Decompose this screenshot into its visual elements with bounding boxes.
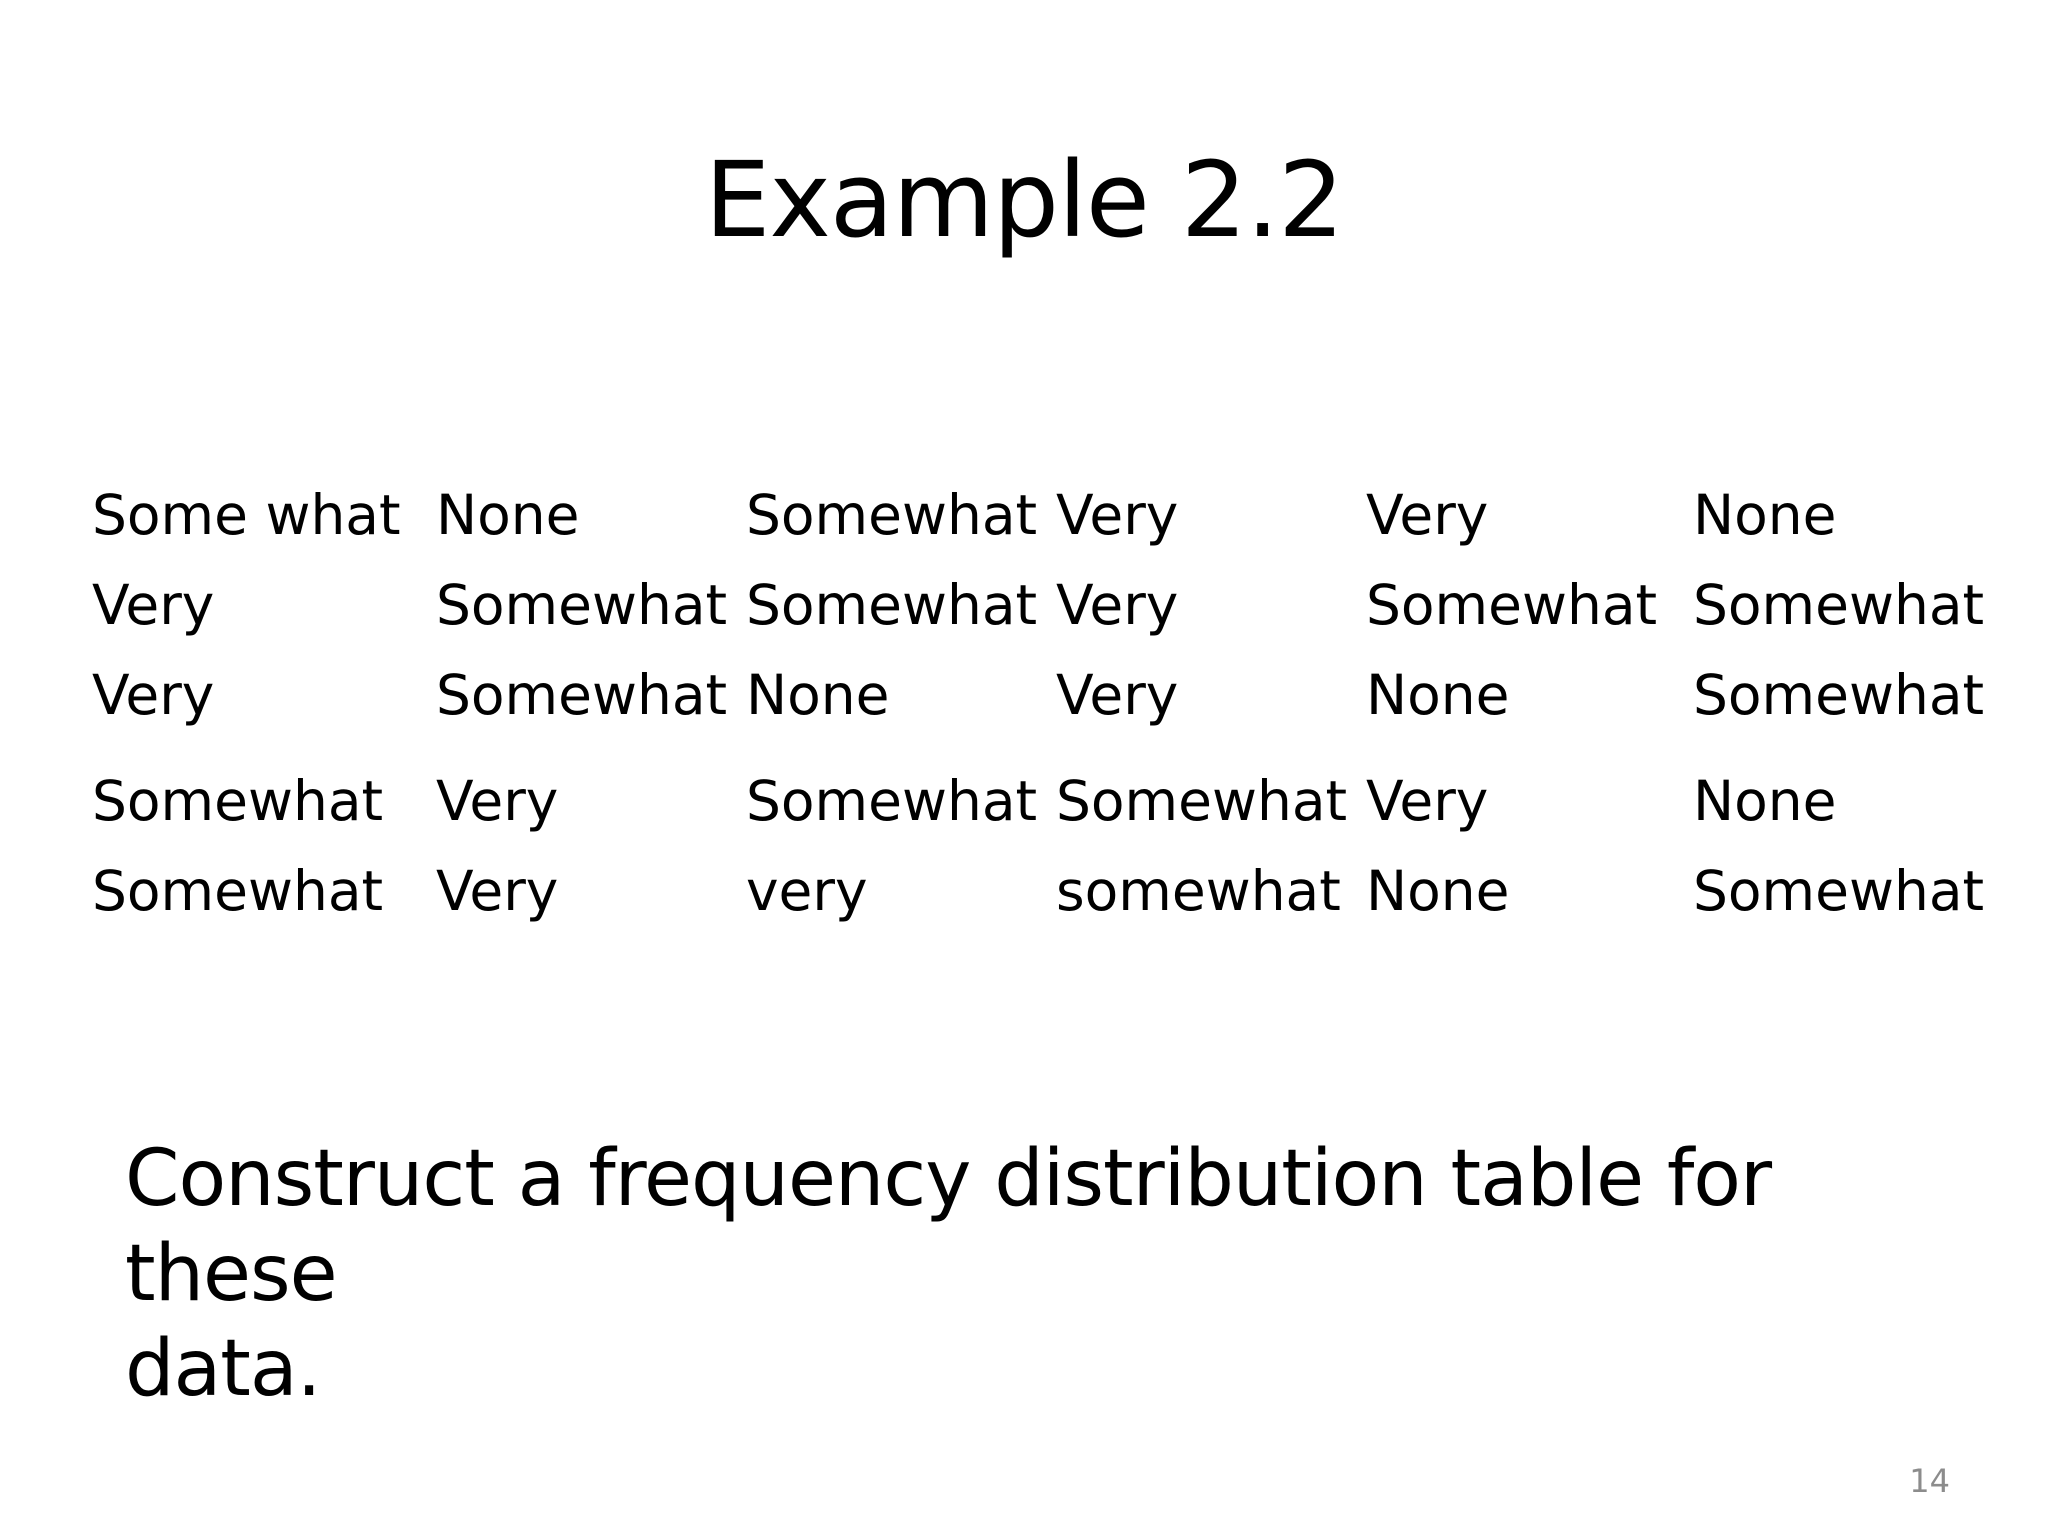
table-cell: Somewhat (92, 769, 384, 833)
table-cell: None (746, 663, 890, 727)
table-row: Very Somewhat None Very None Somewhat (92, 650, 1984, 740)
table-cell: Very (436, 859, 559, 923)
table-cell: Very (92, 573, 215, 637)
instruction-text: Construct a frequency distribution table… (125, 1132, 1925, 1417)
table-cell: None (436, 483, 580, 547)
table-cell: Very (1056, 663, 1179, 727)
table-cell: Somewhat (1693, 663, 1985, 727)
instruction-line-1: Construct a frequency distribution table… (125, 1134, 1772, 1319)
table-cell: Very (1366, 769, 1489, 833)
data-table: Some what None Somewhat Very Very None V… (92, 470, 1984, 936)
table-cell: somewhat (1056, 859, 1341, 923)
page-number: 14 (1909, 1462, 1950, 1500)
table-cell: None (1693, 769, 1837, 833)
table-cell: Some what (92, 483, 401, 547)
table-cell: Somewhat (92, 859, 384, 923)
table-cell: Very (1056, 483, 1179, 547)
table-cell: None (1693, 483, 1837, 547)
table-cell: Somewhat (436, 573, 728, 637)
table-cell: Very (1366, 483, 1489, 547)
table-cell: Very (92, 663, 215, 727)
table-row: Somewhat Very very somewhat None Somewha… (92, 846, 1984, 936)
instruction-line-2: data. (125, 1324, 321, 1414)
table-cell: Somewhat (1693, 573, 1985, 637)
table-cell: Very (1056, 573, 1179, 637)
table-cell: very (746, 859, 868, 923)
table-cell: Very (436, 769, 559, 833)
table-cell: Somewhat (1056, 769, 1348, 833)
table-cell: Somewhat (746, 769, 1038, 833)
table-cell: Somewhat (436, 663, 728, 727)
table-row: Very Somewhat Somewhat Very Somewhat Som… (92, 560, 1984, 650)
table-row: Somewhat Very Somewhat Somewhat Very Non… (92, 740, 1984, 846)
table-cell: Somewhat (746, 573, 1038, 637)
table-cell: None (1366, 859, 1510, 923)
table-cell: Somewhat (1366, 573, 1658, 637)
table-cell: Somewhat (746, 483, 1038, 547)
slide-title: Example 2.2 (704, 139, 1345, 261)
table-cell: None (1366, 663, 1510, 727)
table-cell: Somewhat (1693, 859, 1985, 923)
table-row: Some what None Somewhat Very Very None (92, 470, 1984, 560)
